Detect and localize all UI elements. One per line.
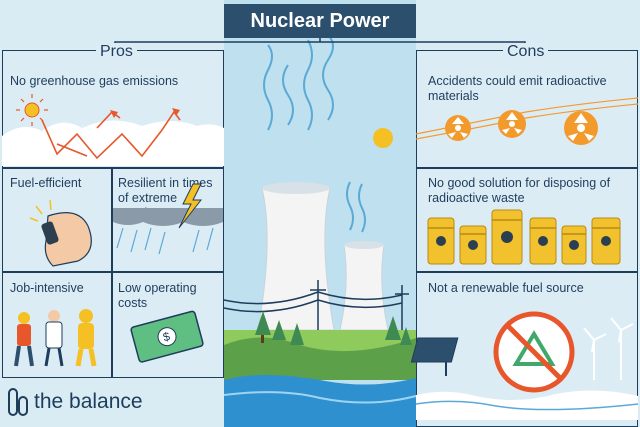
page-title: Nuclear Power [224,4,416,38]
cons-header: Cons [503,43,549,61]
waste-barrels [427,209,621,265]
pros-resilient-label: Resilient in times of extreme weather [118,176,213,220]
greenhouse-illustration [2,94,224,166]
cons-accidents-label: Accidents could emit radioactive materia… [428,74,607,103]
scientist-icon [44,310,64,367]
hazmat-worker-icon [75,309,97,367]
wind-turbine-icon [583,317,634,380]
radiation-icon [498,110,526,138]
radiation-icon [445,115,471,141]
recycle-prohibited-icon [493,311,575,393]
workers-illustration [14,309,97,367]
pros-jobs-label: Job-intensive [10,281,84,295]
brand-logo: the balance [8,388,143,416]
svg-text:$: $ [161,329,171,344]
balance-logo-icon [8,388,28,416]
cons-renewable-label: Not a renewable fuel source [428,281,584,295]
storm-illustration [113,183,223,255]
renewable-illustration [410,311,639,420]
solar-panel-icon [410,337,459,376]
radiation-icon [564,111,598,145]
pros-costs-label: Low operating costs [118,281,197,310]
pros-greenhouse-label: No greenhouse gas emissions [10,74,179,88]
worker-icon [14,312,34,367]
cons-waste-label: No good solution for disposing of radioa… [428,176,611,205]
money-illustration: $ [130,310,204,363]
brand-logo-text: the balance [34,390,143,413]
pros-header: Pros [96,43,137,61]
fuel-pellet-hand-illustration [29,199,92,267]
hazard-symbols [415,97,639,145]
pros-fuel-label: Fuel-efficient [10,176,82,190]
cons-panel-accidents [416,50,638,168]
